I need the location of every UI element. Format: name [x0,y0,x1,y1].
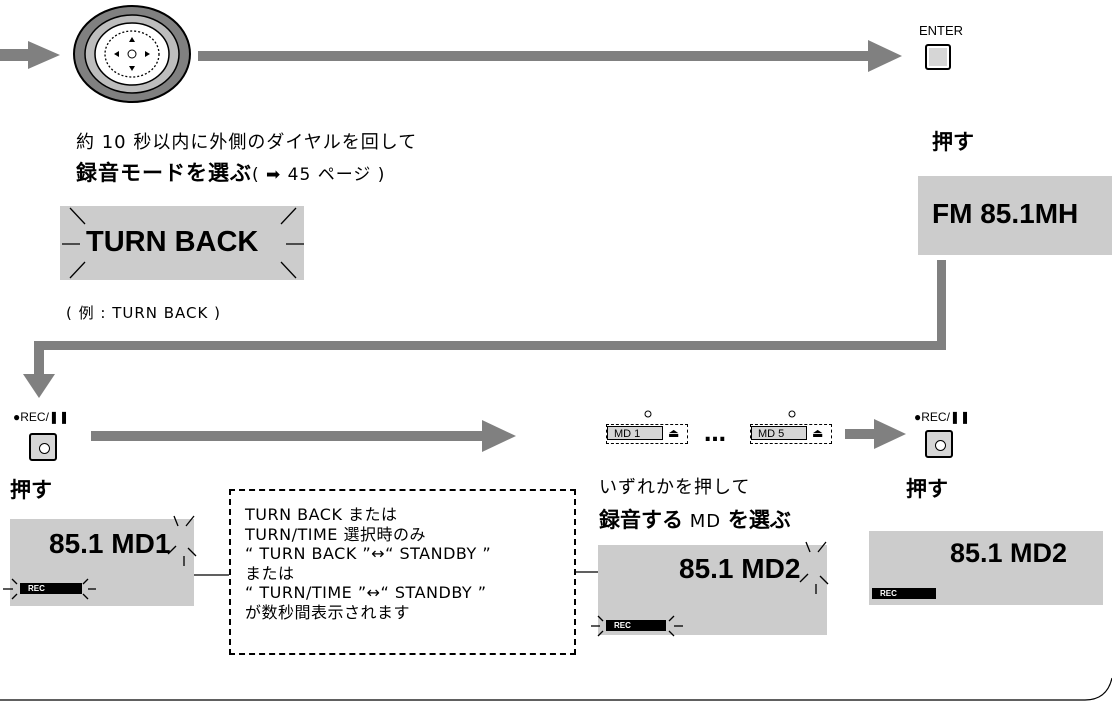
dial-icon[interactable] [70,4,194,104]
arrow-left-head [28,41,60,69]
note-line: または [245,563,295,583]
arrow-top-shaft [198,51,872,61]
arrow-left-shaft [0,49,30,61]
mode-display [60,206,304,280]
md1-label: MD 1 [614,428,641,440]
arrow-right-shaft [845,429,877,439]
return-vertical-right [937,260,946,348]
tuner-display-text: FM 85.1MH [932,198,1079,229]
blink-marks-rec2 [591,615,683,637]
enter-label: ENTER [919,23,964,38]
rec-indicator: REC [20,583,82,594]
md1-button[interactable]: MD 1 ⏏ [606,424,688,444]
note-line: が数秒間表示されます [245,602,411,622]
note-line: TURN/TIME 選択時のみ [245,524,426,544]
note-line: “ TURN/TIME ”↔“ STANDBY ” [245,583,487,602]
note-line: “ TURN BACK ”↔“ STANDBY ” [245,544,492,563]
arrow-mid-head [482,420,516,452]
select-mode-text: 録音モードを選ぶ [76,161,252,185]
rec-label: ●REC/❚❚ [13,410,70,424]
arrow-top-head [868,40,902,72]
rec-press-text: 押す [10,478,52,502]
enter-button[interactable] [925,44,951,70]
dial-instruction: 約 10 秒以内に外側のダイヤルを回して [76,132,418,153]
rec2-button[interactable] [925,430,953,458]
md-display-text: 85.1 MD2 [679,553,801,584]
page-reference: ( ➡ 45 ページ ) [252,165,386,185]
arrow-right-head [874,419,906,449]
md5-label: MD 5 [758,428,785,440]
tuner-display [918,176,1112,255]
rec2-label: ●REC/❚❚ [914,410,971,424]
select-text: を選ぶ [727,508,791,532]
rec2-press-text: 押す [906,477,948,501]
blink-marks-turnback [62,207,304,279]
ellipsis: … [704,422,726,447]
note-line: TURN BACK または [245,505,398,524]
eject-icon: ⏏ [668,426,680,440]
example-caption: ( 例 : TURN BACK ) [66,304,221,322]
rec-button[interactable] [29,433,57,461]
standby-note: TURN BACK または TURN/TIME 選択時のみ “ TURN BAC… [229,489,576,655]
rec2-indicator: REC [872,588,936,599]
rec2-display-text: 85.1 MD2 [950,538,1068,568]
md-rec-indicator: REC [606,620,666,631]
dial-instruction-2: 録音モードを選ぶ( ➡ 45 ページ ) [76,163,385,184]
arrow-mid-shaft [91,431,485,441]
rec-display-text: 85.1 MD1 [49,528,171,559]
record-text: 録音する [599,508,683,532]
blink-marks-rec1 [3,578,96,600]
blink-marks-md2 [799,541,829,594]
md-buttons-illustration [644,410,796,418]
md-instruction-2: 録音する MD を選ぶ [599,510,791,531]
page-border [0,677,1112,701]
enter-press-text: 押す [932,130,974,154]
return-horizontal [34,341,946,350]
eject-icon: ⏏ [812,426,824,440]
return-arrow-head [23,374,55,398]
return-vertical-left [34,341,44,377]
mode-display-text: TURN BACK [86,226,259,258]
blink-marks-md1 [167,515,197,566]
md-instruction: いずれかを押して [599,477,751,498]
md-word: MD [683,511,728,532]
md5-button[interactable]: MD 5 ⏏ [750,424,832,444]
